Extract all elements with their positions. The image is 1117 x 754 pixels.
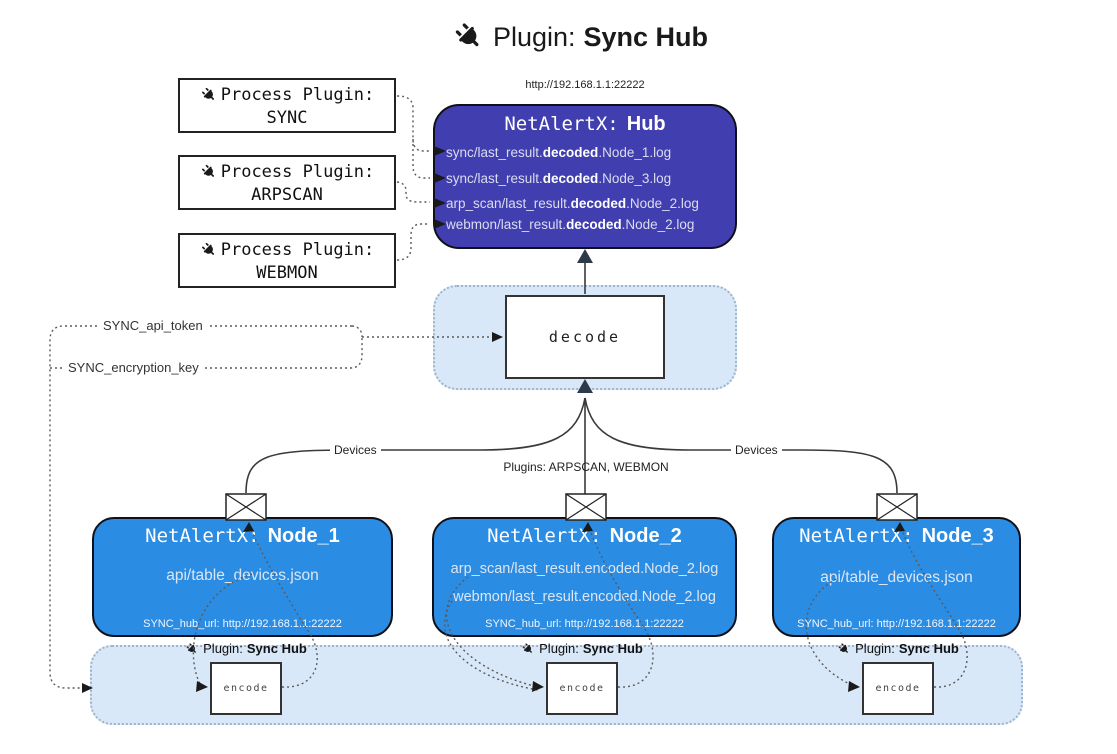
process-plugin-label: Process Plugin: — [220, 85, 375, 105]
encoder-label-3: Plugin:Sync Hub — [823, 641, 973, 656]
node-file-line: api/table_devices.json — [166, 567, 319, 584]
encoder-label-1: Plugin:Sync Hub — [171, 641, 321, 656]
process-plugin-box-webmon: Process Plugin: WEBMON — [178, 233, 396, 288]
plug-icon — [185, 641, 199, 655]
node-title: NetAlertX:Node_2 — [487, 525, 682, 547]
encoder-label-2: Plugin:Sync Hub — [507, 641, 657, 656]
node-title: NetAlertX:Node_3 — [799, 525, 994, 547]
plug-icon — [200, 163, 218, 181]
process-plugin-box-sync: Process Plugin: SYNC — [178, 78, 396, 133]
node-footer: SYNC_hub_url: http://192.168.1.1:22222 — [143, 618, 342, 630]
plug-icon — [200, 241, 218, 259]
plugins-label-center: Plugins: ARPSCAN, WEBMON — [503, 460, 669, 474]
plug-icon — [452, 20, 485, 53]
encode-box-2: encode — [546, 662, 618, 715]
node-file-line: webmon/last_result.encoded.Node_2.log — [453, 589, 716, 605]
node-box-3: NetAlertX:Node_3 api/table_devices.json … — [772, 517, 1021, 637]
title-prefix: Plugin: — [492, 21, 576, 52]
process-plugin-label: Process Plugin: — [220, 240, 375, 260]
sync-encryption-key-label: SYNC_encryption_key — [64, 360, 203, 375]
hub-log-line: arp_scan/last_result.decoded.Node_2.log — [446, 196, 699, 211]
hub-log-line: sync/last_result.decoded.Node_3.log — [446, 171, 672, 186]
page-title: Plugin: Sync Hub — [420, 14, 740, 60]
encode-box-1: encode — [210, 662, 282, 715]
process-plugin-name: SYNC — [266, 108, 308, 128]
node-footer: SYNC_hub_url: http://192.168.1.1:22222 — [485, 618, 684, 630]
hub-title: NetAlertX: Hub — [435, 113, 735, 136]
plug-icon — [200, 86, 218, 104]
process-plugin-label: Process Plugin: — [220, 162, 375, 182]
node-file-line: arp_scan/last_result.encoded.Node_2.log — [450, 561, 719, 577]
plug-icon — [521, 641, 535, 655]
process-plugin-name: WEBMON — [256, 263, 318, 283]
node-title: NetAlertX:Node_1 — [145, 525, 340, 547]
node-file-line: api/table_devices.json — [820, 569, 973, 586]
hub-box: NetAlertX: Hub sync/last_result.decoded.N… — [433, 104, 737, 249]
devices-label-left: Devices — [330, 443, 381, 457]
encode-box-3: encode — [862, 662, 934, 715]
process-plugin-name: ARPSCAN — [251, 185, 323, 205]
decode-box: decode — [505, 295, 665, 379]
hub-title-prefix: NetAlertX: — [504, 113, 619, 135]
hub-title-name: Hub — [626, 113, 666, 135]
hub-log-line: webmon/last_result.decoded.Node_2.log — [446, 217, 695, 232]
title-name: Sync Hub — [583, 21, 709, 52]
node-footer: SYNC_hub_url: http://192.168.1.1:22222 — [797, 618, 996, 630]
node-box-1: NetAlertX:Node_1 api/table_devices.json … — [92, 517, 393, 637]
node-box-2: NetAlertX:Node_2 arp_scan/last_result.en… — [432, 517, 737, 637]
sync-api-token-label: SYNC_api_token — [99, 318, 207, 333]
devices-label-right: Devices — [731, 443, 782, 457]
hub-url: http://192.168.1.1:22222 — [525, 79, 645, 91]
plug-icon — [837, 641, 851, 655]
process-plugin-box-arpscan: Process Plugin: ARPSCAN — [178, 155, 396, 210]
hub-log-line: sync/last_result.decoded.Node_1.log — [446, 145, 672, 160]
